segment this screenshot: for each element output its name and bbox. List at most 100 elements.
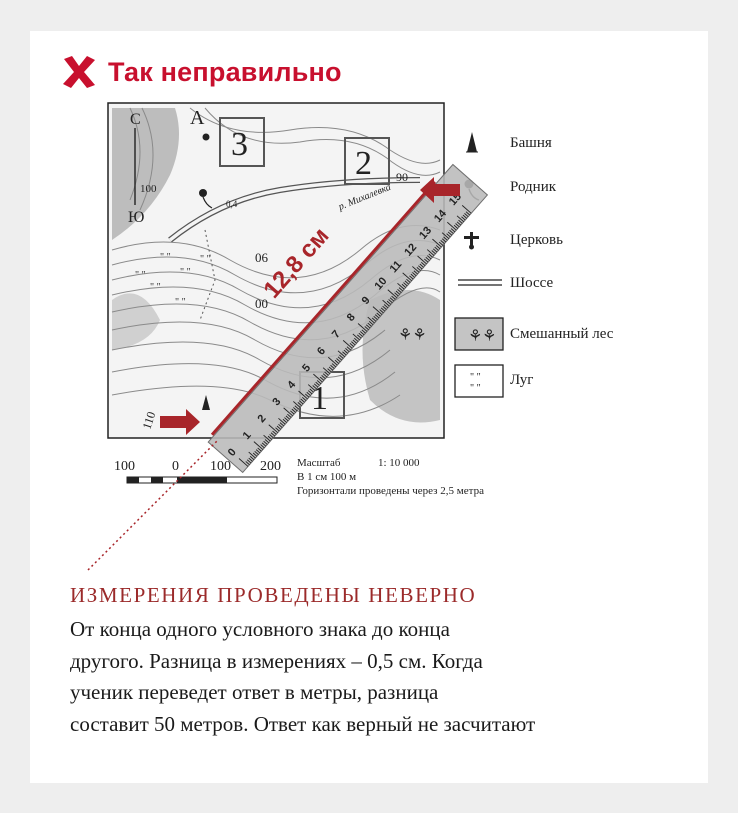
- svg-text:" ": " ": [150, 282, 161, 293]
- ruler-tick: [321, 375, 326, 380]
- scale-contour-note: Горизонтали проведены через 2,5 метра: [297, 485, 484, 497]
- map-legend: Башня Родник Церковь Шоссе ⚘ ⚘ Смешанный…: [454, 132, 614, 398]
- ruler-tick: [406, 278, 411, 283]
- ruler-tick: [322, 367, 331, 374]
- ruler-tick: [272, 430, 277, 435]
- scale-tick: 0: [172, 459, 179, 474]
- ruler-tick: [322, 373, 328, 378]
- ruler-tick: [461, 216, 466, 221]
- ruler-tick: [342, 340, 353, 349]
- ruler-tick: [418, 265, 423, 270]
- contour-label: 06: [255, 250, 269, 265]
- ruler-tick: [464, 213, 469, 218]
- svg-text:⚘⚘: ⚘⚘: [398, 327, 427, 344]
- legend-label-highway: Шоссе: [510, 275, 554, 291]
- ruler-tick: [364, 326, 369, 331]
- ruler-tick: [294, 405, 299, 410]
- ruler-tick: [419, 263, 424, 268]
- scale-tick: 100: [114, 459, 135, 474]
- ruler-tick: [248, 451, 256, 459]
- point-label: А: [190, 107, 205, 129]
- legend-label-tower: Башня: [510, 135, 552, 151]
- ruler-tick: [245, 461, 250, 466]
- tower-icon: [466, 132, 478, 153]
- ruler-tick: [403, 282, 408, 287]
- ruler-tick: [261, 442, 267, 447]
- ruler-tick: [283, 407, 293, 417]
- ruler-tick: [346, 346, 351, 351]
- ruler-tick: [270, 432, 276, 437]
- square-2: 2: [355, 145, 372, 182]
- legend-label-spring: Родник: [510, 179, 557, 195]
- ruler-tick: [395, 290, 401, 295]
- highway-icon: [458, 279, 502, 286]
- svg-text:" ": " ": [160, 252, 171, 263]
- ruler-tick: [282, 418, 287, 423]
- ruler-tick: [360, 331, 365, 336]
- ruler-tick: [357, 323, 368, 332]
- ruler-tick: [423, 258, 429, 263]
- scale-title: Масштаб: [297, 457, 341, 469]
- ruler-tick: [306, 391, 311, 396]
- ruler-tick: [345, 348, 350, 353]
- map-scale: 100 0 100 200 Масштаб 1: 10 000 В 1 см 1…: [114, 457, 484, 497]
- church-icon: [464, 232, 479, 250]
- ruler-tick: [263, 434, 271, 442]
- ruler-tick: [339, 354, 344, 359]
- ruler-tick: [410, 273, 415, 278]
- ruler-tick: [397, 282, 405, 290]
- ruler-tick: [368, 321, 374, 326]
- compass-south: Ю: [128, 209, 144, 226]
- legend-label-mixed-forest: Смешанный лес: [510, 326, 614, 342]
- ruler-tick: [412, 266, 420, 273]
- ruler-tick: [458, 219, 463, 224]
- ruler-tick: [401, 283, 407, 288]
- ruler-tick: [456, 215, 465, 223]
- ruler-tick: [334, 359, 340, 364]
- ruler-tick: [287, 413, 292, 418]
- ruler-tick: [379, 309, 384, 314]
- caption-heading: ИЗМЕРЕНИЯ ПРОВЕДЕНЫ НЕВЕРНО: [70, 583, 477, 607]
- ruler-tick: [428, 253, 433, 258]
- ruler-tick: [447, 231, 453, 236]
- ruler-tick: [267, 435, 273, 440]
- mixed-forest-icon: ⚘ ⚘: [454, 317, 504, 351]
- ruler-tick: [268, 424, 279, 434]
- ruler-tick: [461, 205, 472, 214]
- ruler-tick: [263, 440, 268, 445]
- ruler-tick: [388, 299, 393, 304]
- legend-label-meadow: Луг: [510, 372, 533, 388]
- wrong-header: Так неправильно: [60, 52, 342, 92]
- caption-line: другого. Разница в измерениях – 0,5 см. …: [70, 648, 483, 673]
- ruler-tick: [358, 332, 363, 337]
- ruler-tick: [307, 384, 316, 391]
- ruler-tick: [264, 439, 270, 444]
- compass-north: С: [130, 111, 141, 128]
- ruler-tick: [336, 358, 341, 363]
- ruler-tick: [301, 396, 307, 401]
- left-arrow: [160, 409, 200, 435]
- ruler-tick: [279, 422, 285, 427]
- ruler-tick: [291, 408, 296, 413]
- ruler-tick: [316, 380, 322, 385]
- ruler-tick: [432, 238, 442, 248]
- ruler-tick: [441, 232, 450, 239]
- ruler-tick: [276, 425, 282, 430]
- header-title: Так неправильно: [108, 56, 342, 87]
- ruler-tick: [371, 317, 377, 322]
- ruler-tick: [293, 401, 301, 408]
- svg-text:⚘: ⚘: [468, 326, 482, 345]
- ruler-tick: [446, 233, 451, 238]
- ruler-tick: [441, 238, 447, 243]
- ruler-tick: [412, 272, 417, 277]
- ruler-tick: [382, 305, 387, 310]
- ruler-tick: [330, 364, 335, 369]
- svg-text:" ": " ": [200, 254, 211, 265]
- ruler-tick: [342, 351, 347, 356]
- svg-text:" ": " ": [470, 372, 481, 383]
- svg-text:" ": " ": [135, 270, 146, 281]
- svg-text:" ": " ": [180, 267, 191, 278]
- ruler-tick: [275, 427, 280, 432]
- ruler-tick: [343, 349, 348, 354]
